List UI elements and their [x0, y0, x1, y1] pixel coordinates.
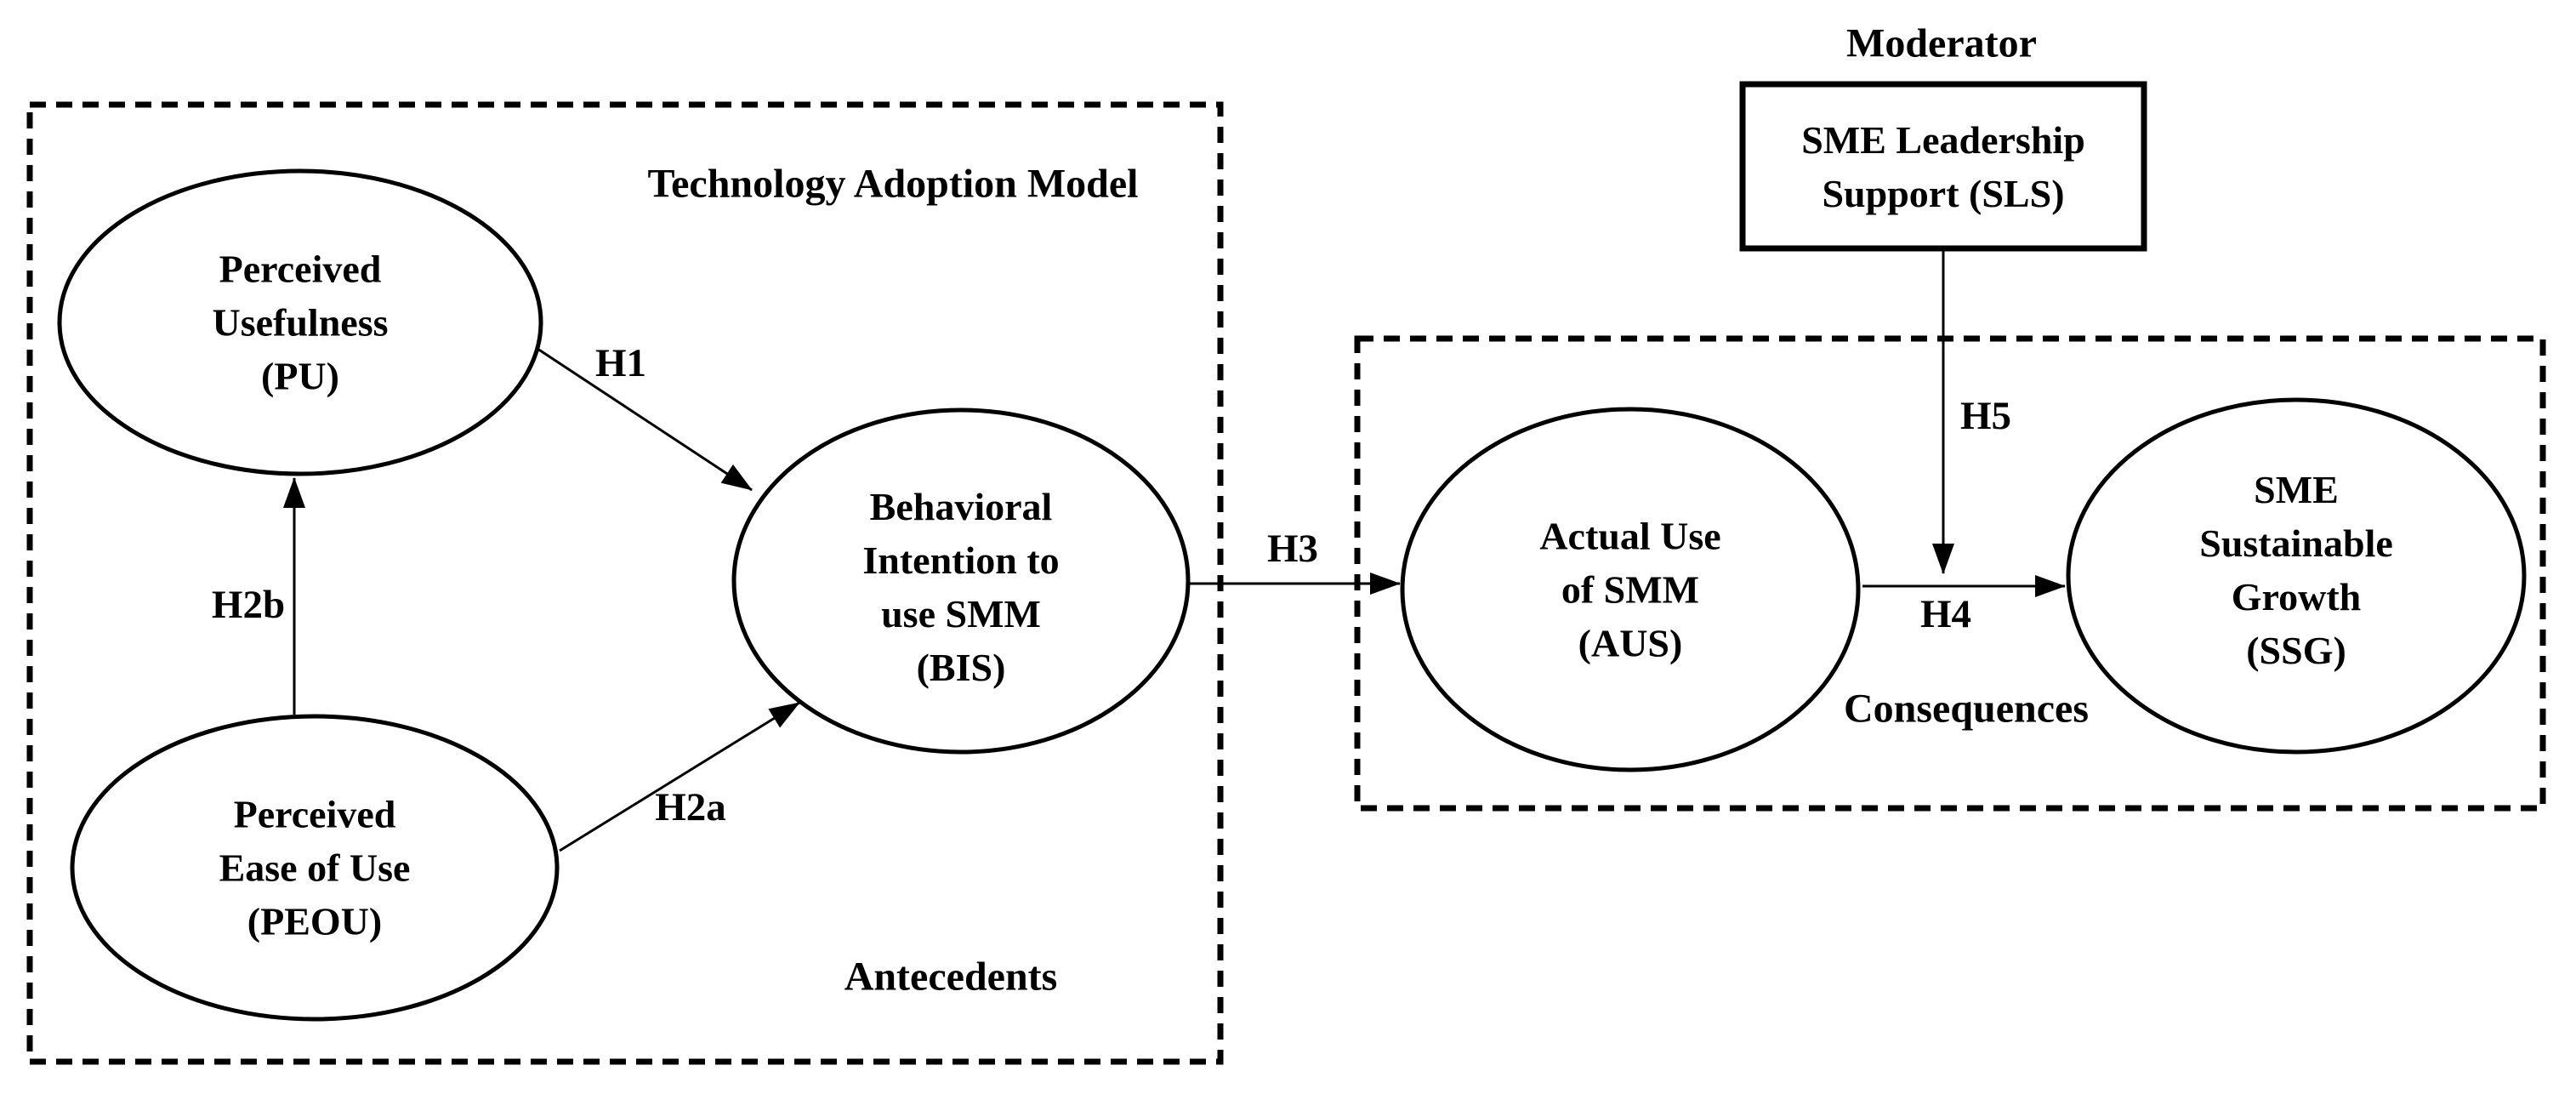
technology-adoption-model-label: Technology Adoption Model [647, 161, 1139, 207]
bis-line-4: (BIS) [916, 646, 1006, 689]
bis-ellipse [731, 407, 1191, 755]
bis-line-1: Behavioral [869, 485, 1053, 528]
pu-line-3: (PU) [261, 354, 339, 398]
antecedents-label: Antecedents [844, 954, 1058, 1000]
consequences-label: Consequences [1843, 686, 2090, 732]
ssg-node-label: SME Sustainable Growth (SSG) [2199, 463, 2393, 677]
h3-label: H3 [1266, 527, 1319, 571]
consequences-group-box [1354, 335, 2546, 812]
pu-line-1: Perceived [219, 247, 382, 291]
sls-line-2: Support (SLS) [1822, 172, 2065, 215]
sls-box [1739, 81, 2147, 252]
aus-node-label: Actual Use of SMM (AUS) [1539, 510, 1720, 670]
peou-line-2: Ease of Use [219, 846, 411, 890]
ssg-line-4: (SSG) [2246, 629, 2346, 672]
aus-line-3: (AUS) [1578, 621, 1683, 665]
pu-ellipse [57, 168, 543, 476]
aus-line-2: of SMM [1561, 567, 1700, 612]
h2b-label: H2b [211, 583, 286, 627]
sls-node-label: SME Leadership Support (SLS) [1801, 113, 2085, 220]
bis-line-2: Intention to [862, 538, 1060, 582]
bis-node-label: Behavioral Intention to use SMM (BIS) [862, 480, 1059, 694]
ssg-line-3: Growth [2231, 575, 2362, 618]
peou-ellipse [70, 714, 560, 1022]
h5-label: H5 [1959, 394, 2012, 438]
peou-line-1: Perceived [233, 792, 396, 836]
sls-line-1: SME Leadership [1801, 118, 2085, 162]
h2a-arrow [559, 701, 800, 852]
peou-node-label: Perceived Ease of Use (PEOU) [219, 788, 411, 949]
moderator-label: Moderator [1846, 20, 2037, 66]
h1-arrow [537, 347, 753, 492]
ssg-ellipse [2066, 397, 2527, 755]
ssg-line-2: Sustainable [2199, 521, 2393, 565]
pu-line-2: Usefulness [212, 300, 389, 345]
h4-label: H4 [1919, 592, 1972, 636]
h2a-label: H2a [655, 785, 726, 829]
aus-ellipse [1400, 407, 1861, 772]
pu-node-label: Perceived Usefulness (PU) [212, 242, 388, 403]
bis-line-3: use SMM [881, 592, 1041, 635]
ssg-line-1: SME [2254, 468, 2339, 511]
aus-line-1: Actual Use [1539, 514, 1721, 558]
peou-line-3: (PEOU) [247, 899, 383, 943]
h1-label: H1 [594, 341, 647, 385]
